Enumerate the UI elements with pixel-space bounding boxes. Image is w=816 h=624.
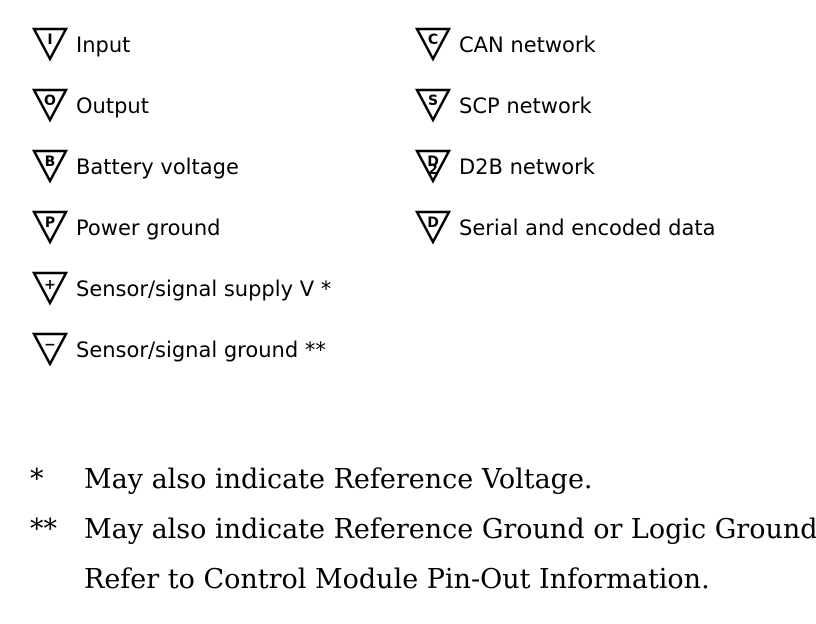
scp-network-triangle-icon: S	[413, 87, 453, 123]
legend-label: D2B network	[459, 155, 595, 179]
sensor-ground-triangle-icon: −	[30, 331, 70, 367]
legend-label: Sensor/signal ground **	[76, 338, 326, 362]
svg-text:S: S	[428, 93, 438, 109]
legend-label: CAN network	[459, 33, 596, 57]
legend-label: Power ground	[76, 216, 221, 240]
legend-label: Serial and encoded data	[459, 216, 716, 240]
serial-data-triangle-icon: D	[413, 209, 453, 245]
legend-label: Sensor/signal supply V *	[76, 277, 332, 301]
legend-label: Input	[76, 33, 131, 57]
svg-text:D: D	[427, 154, 439, 170]
power-ground-triangle-icon: P	[30, 209, 70, 245]
legend-label: Output	[76, 94, 149, 118]
svg-text:O: O	[44, 93, 56, 109]
output-triangle-icon: O	[30, 87, 70, 123]
svg-text:C: C	[428, 32, 438, 48]
legend-label: SCP network	[459, 94, 592, 118]
svg-text:−: −	[44, 337, 56, 353]
battery-voltage-triangle-icon: B	[30, 148, 70, 184]
footnote-marker: *	[30, 464, 44, 495]
input-triangle-icon: I	[30, 26, 70, 62]
footnote-text: Refer to Control Module Pin-Out Informat…	[84, 564, 710, 595]
can-network-triangle-icon: C	[413, 26, 453, 62]
svg-text:B: B	[45, 154, 56, 170]
svg-text:2: 2	[428, 162, 438, 178]
legend-label: Battery voltage	[76, 155, 239, 179]
svg-text:I: I	[47, 32, 52, 48]
footnote-text: May also indicate Reference Ground or Lo…	[84, 514, 816, 545]
svg-text:P: P	[45, 215, 55, 231]
svg-text:+: +	[44, 277, 56, 293]
footnote-text: May also indicate Reference Voltage.	[84, 464, 593, 495]
footnote-marker: **	[30, 514, 57, 545]
sensor-supply-triangle-icon: +	[30, 270, 70, 306]
svg-text:D: D	[427, 215, 439, 231]
